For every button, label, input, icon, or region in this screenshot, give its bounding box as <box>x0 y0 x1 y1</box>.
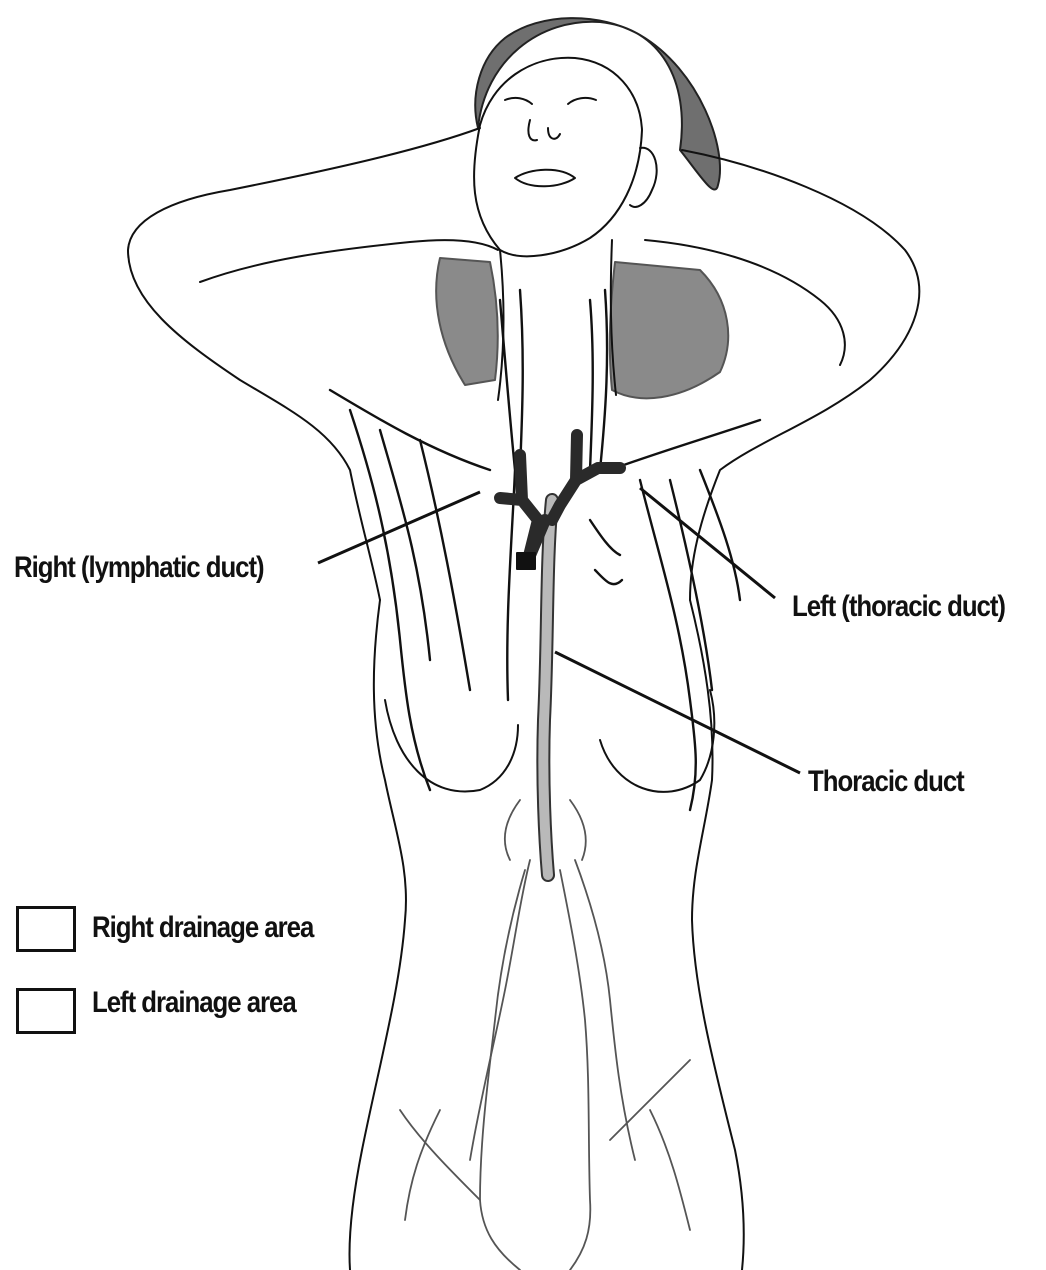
left-breast <box>385 700 518 792</box>
right-shaded-area <box>610 262 728 398</box>
left-drainage-legend-label: Left drainage area <box>92 988 296 1018</box>
right-duct-pointer <box>318 492 480 563</box>
right-lymphatic-duct-label: Right (lymphatic duct) <box>14 553 264 583</box>
thoracic-duct-pointer <box>555 652 800 773</box>
right-breast <box>600 690 714 792</box>
left-drainage-legend-swatch <box>16 988 76 1034</box>
left-duct-junction <box>552 435 620 520</box>
right-arm-outline <box>682 150 919 600</box>
torso-right-side <box>690 600 744 1270</box>
thoracic-duct-label: Thoracic duct <box>808 767 964 797</box>
left-arm-outline <box>128 128 480 600</box>
right-drainage-legend-swatch <box>16 906 76 952</box>
left-thoracic-duct-label: Left (thoracic duct) <box>792 592 1005 622</box>
torso-left-side <box>350 600 406 1270</box>
left-shaded-area <box>436 258 498 385</box>
face-outline <box>474 58 642 256</box>
right-duct-junction <box>500 455 545 560</box>
right-drainage-legend-label: Right drainage area <box>92 913 313 943</box>
